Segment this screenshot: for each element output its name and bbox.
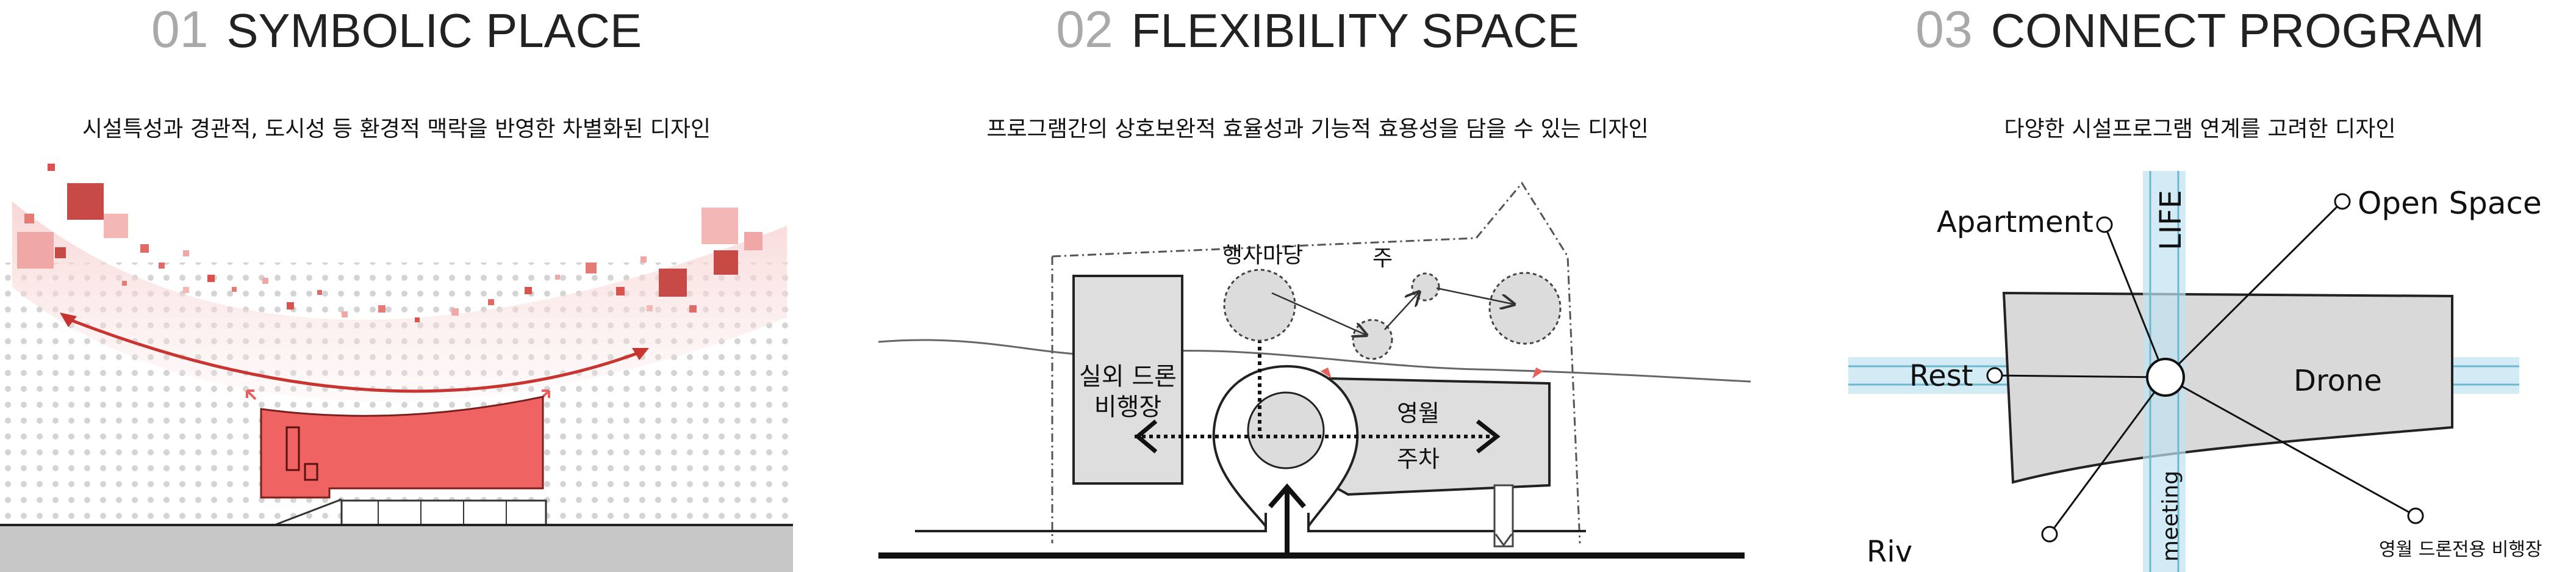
symbolic-place-diagram — [0, 164, 793, 572]
panel-title: SYMBOLIC PLACE — [226, 4, 642, 57]
ground — [0, 525, 793, 572]
meeting-label: meeting — [2158, 471, 2183, 562]
connection-lines — [1994, 200, 2416, 535]
outdoor-drone-field — [1072, 275, 1183, 485]
panel-heading: 02 FLEXIBILITY SPACE — [866, 0, 1769, 59]
site-block — [2002, 291, 2453, 484]
panel-subtitle: 프로그램간의 상호보완적 효율성과 기능적 효용성을 담을 수 있는 디자인 — [986, 117, 1649, 142]
panel-heading: 03 CONNECT PROGRAM — [1824, 0, 2576, 59]
panel-title: CONNECT PROGRAM — [1990, 4, 2485, 57]
connect-program-diagram: Apartment Open Space LIFE Rest Drone mee… — [1848, 171, 2542, 572]
panel-flexibility-space: 02 FLEXIBILITY SPACE 프로그램간의 상호보완적 효율성과 기능… — [866, 0, 1769, 572]
panel-title: FLEXIBILITY SPACE — [1131, 4, 1579, 57]
panel-connect-program: 03 CONNECT PROGRAM 다양한 시설프로그램 연계를 고려한 디자인 — [1824, 0, 2576, 572]
outdoor-label-line1: 실외 드론 — [1079, 363, 1177, 391]
site-boundary — [1051, 181, 1581, 544]
flexibility-space-diagram: 실외 드론 비행장 영월 주차 행사마당 주 — [878, 181, 1751, 559]
central-hub — [2146, 358, 2185, 397]
drone-label: Drone — [2294, 364, 2382, 398]
ju-label: 주 — [1372, 246, 1393, 271]
sky-arc-arrow — [63, 316, 644, 393]
yeongwol-label: 영월 — [1397, 400, 1440, 427]
sky-haze-wave — [12, 201, 787, 402]
open-space-label: Open Space — [2358, 186, 2542, 221]
panel-symbolic-place: 01 SYMBOLIC PLACE 시설특성과 경관적, 도시성 등 환경적 맥락… — [0, 0, 793, 572]
endpoint-circles — [1986, 193, 2424, 543]
podium — [340, 499, 547, 526]
panel-number: 03 — [1915, 1, 1973, 58]
drone-field-label: 영월 드론전용 비행장 — [2379, 539, 2542, 560]
panel-subtitle: 시설특성과 경관적, 도시성 등 환경적 맥락을 반영한 차별화된 디자인 — [82, 117, 711, 142]
panel-subtitle: 다양한 시설프로그램 연계를 고려한 디자인 — [2004, 117, 2396, 142]
apartment-label: Apartment — [1937, 205, 2093, 239]
panel-number: 01 — [151, 1, 209, 58]
outdoor-label-line2: 비행장 — [1094, 393, 1161, 421]
panel-heading: 01 SYMBOLIC PLACE — [0, 0, 793, 59]
rest-label: Rest — [1909, 359, 1973, 393]
riv-label: Riv — [1867, 535, 1912, 569]
parking-label: 주차 — [1397, 446, 1440, 472]
particle-squares — [17, 164, 762, 322]
contour-line — [878, 339, 1751, 383]
event-yard-label: 행사마당 — [1222, 243, 1303, 268]
event-yard-circle — [1223, 269, 1296, 342]
life-label: LIFE — [2154, 190, 2188, 250]
red-landmark-building — [260, 396, 544, 499]
panel-number: 02 — [1056, 1, 1113, 58]
